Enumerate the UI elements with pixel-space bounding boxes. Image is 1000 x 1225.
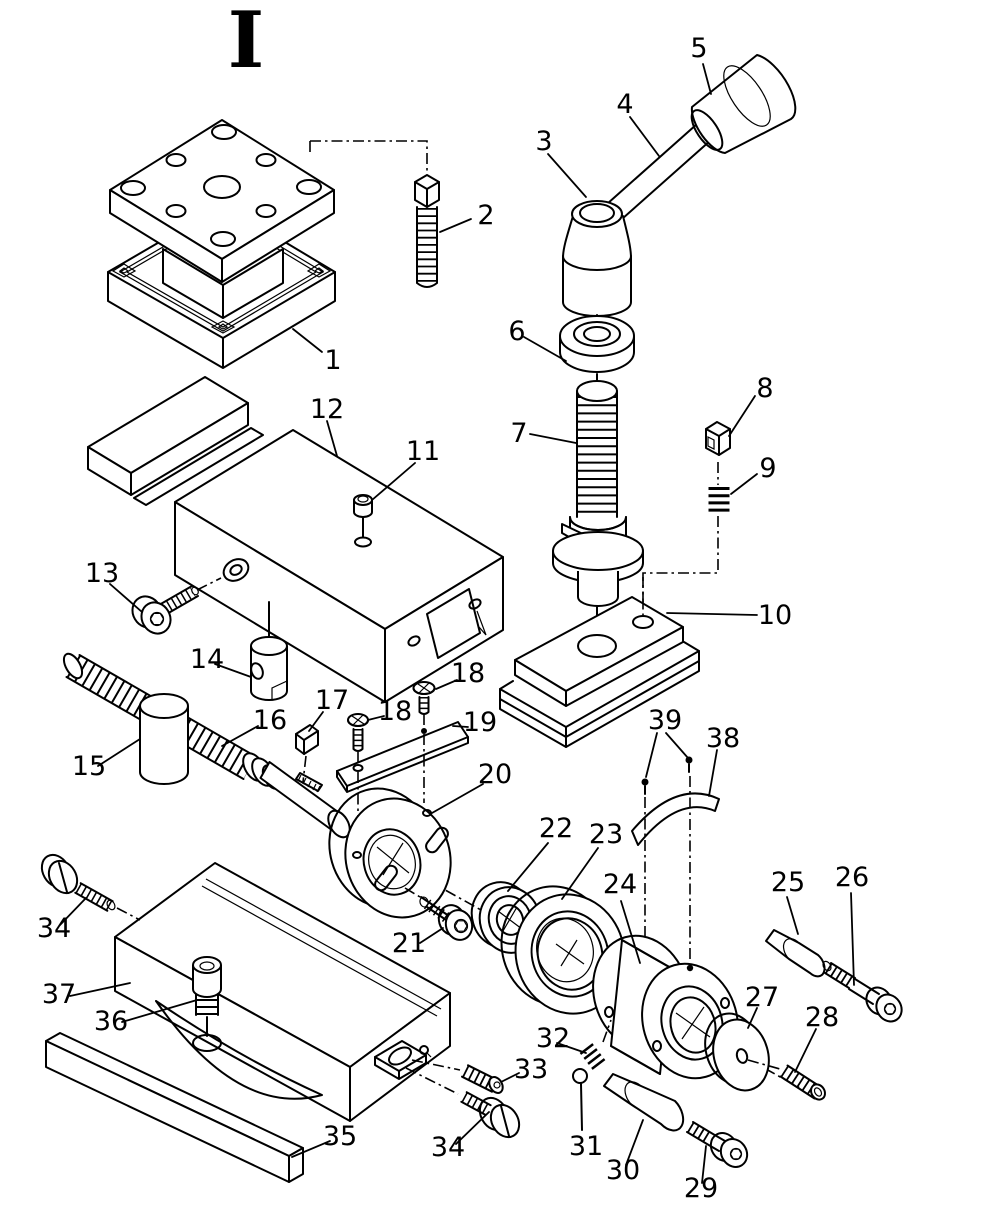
part-label-17: 17 [315, 685, 349, 716]
part-label-31: 31 [569, 1131, 603, 1162]
part-slide-block [87, 376, 504, 703]
part-label-1: 1 [324, 345, 341, 376]
part-label-32: 32 [536, 1023, 570, 1054]
part-label-35: 35 [323, 1121, 357, 1152]
part-clamp-screw [552, 380, 644, 637]
section-marker: I [228, 0, 265, 86]
part-label-19: 19 [463, 707, 497, 738]
part-swivel-base [107, 119, 336, 369]
part-label-37: 37 [42, 979, 76, 1010]
part-label-28: 28 [805, 1002, 839, 1033]
part-label-34b: 34 [431, 1132, 465, 1163]
part-label-39: 39 [648, 705, 682, 736]
part-flange-20 [328, 787, 452, 919]
part-handle-hub-15 [139, 693, 189, 785]
part-taper-pin-25 [765, 929, 826, 978]
part-label-30: 30 [606, 1155, 640, 1186]
part-label-18a: 18 [378, 696, 412, 727]
part-label-34a: 34 [37, 913, 71, 944]
part-oil-cup [353, 494, 373, 518]
part-label-33: 33 [514, 1054, 548, 1085]
part-label-16: 16 [253, 705, 287, 736]
part-plunger-30 [603, 1073, 685, 1132]
part-key-17 [295, 724, 319, 783]
callout-labels: 1 2 3 4 5 6 7 8 9 10 11 12 13 14 15 16 1… [37, 33, 869, 1204]
part-set-screw-28 [779, 1064, 826, 1101]
part-tslot-plate [499, 577, 700, 748]
part-slotted-screw-34b [460, 1091, 521, 1139]
part-label-29: 29 [684, 1173, 718, 1204]
part-label-14: 14 [190, 644, 224, 675]
part-label-2: 2 [477, 200, 494, 231]
part-label-24: 24 [603, 869, 637, 900]
part-screw-18b [412, 681, 436, 803]
part-screw-18a [347, 713, 369, 850]
part-label-26: 26 [835, 862, 869, 893]
part-label-36: 36 [94, 1006, 128, 1037]
part-hex-bolt [414, 174, 440, 288]
part-thrust-washer [559, 315, 635, 387]
part-label-38: 38 [706, 723, 740, 754]
part-dial-disc-27 [704, 1012, 781, 1092]
part-cap-screw-21 [419, 896, 474, 941]
part-spring-32 [579, 1019, 612, 1070]
part-ball-31 [572, 1068, 588, 1131]
part-label-22: 22 [539, 813, 573, 844]
part-set-screw-33 [461, 1064, 504, 1094]
part-arc-shield [631, 792, 720, 846]
part-gib-key [705, 421, 731, 456]
part-label-3: 3 [535, 126, 552, 157]
part-label-25: 25 [771, 867, 805, 898]
part-label-10: 10 [758, 600, 792, 631]
part-bearing-housing-24 [592, 934, 739, 1080]
part-cap-screw-13 [131, 577, 222, 635]
part-cap-screw-26 [822, 960, 903, 1023]
part-label-13: 13 [85, 558, 119, 589]
part-saddle-base [114, 862, 461, 1122]
part-gib-plate [336, 721, 469, 793]
centerlines-back [309, 140, 801, 1089]
part-label-18b: 18 [451, 658, 485, 689]
part-label-4: 4 [616, 89, 633, 120]
part-label-7: 7 [510, 418, 527, 449]
part-label-5: 5 [690, 33, 707, 64]
part-set-screw-36 [192, 956, 222, 1037]
part-label-6: 6 [508, 316, 525, 347]
part-gib-strip-35 [45, 1032, 304, 1183]
part-label-12: 12 [310, 394, 344, 425]
part-spring-9 [642, 462, 730, 615]
part-label-20: 20 [478, 759, 512, 790]
part-label-27: 27 [745, 982, 779, 1013]
part-label-23: 23 [589, 819, 623, 850]
part-cap-screw-29 [686, 1121, 749, 1168]
part-label-21: 21 [392, 928, 426, 959]
part-label-9: 9 [759, 453, 776, 484]
part-handle-assembly [562, 54, 797, 328]
part-slotted-screw-34a [40, 853, 141, 921]
part-label-11: 11 [406, 436, 440, 467]
part-label-8: 8 [756, 373, 773, 404]
part-label-15: 15 [72, 751, 106, 782]
part-leadscrew-nut [250, 601, 288, 701]
leader-lines [59, 63, 855, 1184]
